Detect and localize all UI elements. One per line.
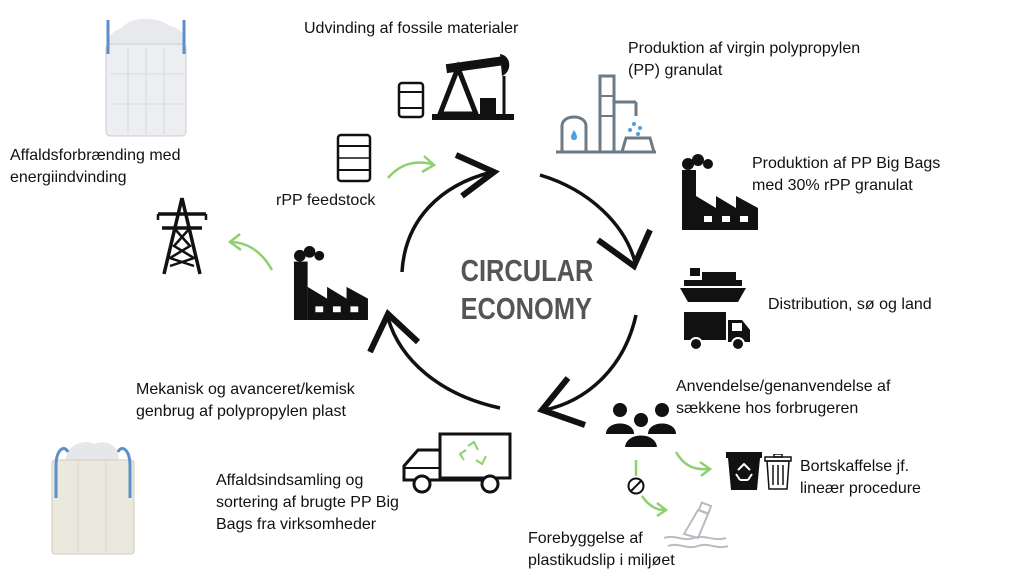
plastic-bottle-waste-icon bbox=[664, 501, 729, 549]
label-feedstock: rPP feedstock bbox=[276, 192, 376, 209]
cycle-arrow-left bbox=[386, 317, 501, 410]
trash-can-icon bbox=[764, 454, 792, 490]
center-line-1: CIRCULAR bbox=[460, 253, 594, 288]
recycling-bin-icon bbox=[726, 452, 762, 490]
cargo-ship-icon bbox=[680, 268, 746, 302]
label-use: Anvendelse/genanvendelse af sækkene hos … bbox=[676, 378, 891, 417]
oil-pump-icon bbox=[432, 54, 514, 120]
label-collection: Affaldsindsamling og sortering af brugte… bbox=[216, 472, 399, 533]
cycle-arrow-bottom bbox=[544, 314, 638, 412]
label-virgin-pp: Produktion af virgin polypropylen (PP) g… bbox=[628, 40, 861, 79]
no-entry-icon bbox=[627, 477, 645, 495]
cycle-arrow-right bbox=[539, 173, 637, 263]
recycling-truck-icon bbox=[402, 432, 512, 494]
factory-icon bbox=[682, 154, 758, 230]
green-arrow-disposal bbox=[674, 451, 709, 471]
big-bag-image-2 bbox=[51, 442, 135, 555]
green-arrow-prevention-2 bbox=[640, 495, 665, 512]
people-group-icon bbox=[606, 403, 676, 448]
label-prevention: Forebyggelse af plastikudslip i miljøet bbox=[528, 530, 675, 569]
label-disposal: Bortskaffelse jf. lineær procedure bbox=[800, 458, 921, 497]
center-title: CIRCULAR ECONOMY bbox=[460, 252, 594, 328]
center-line-2: ECONOMY bbox=[460, 291, 592, 326]
big-bag-image bbox=[105, 18, 187, 137]
cycle-arrow-top bbox=[400, 170, 493, 273]
factory-icon-2 bbox=[293, 246, 368, 320]
oil-barrel-icon-2 bbox=[336, 133, 372, 183]
label-big-bags: Produktion af PP Big Bags med 30% rPP gr… bbox=[752, 155, 941, 194]
green-arrow-incineration bbox=[231, 240, 274, 271]
delivery-truck-icon bbox=[684, 312, 750, 351]
label-distribution: Distribution, sø og land bbox=[768, 296, 932, 313]
label-recycling: Mekanisk og avanceret/kemisk genbrug af … bbox=[136, 381, 355, 420]
label-incineration: Affaldsforbrænding med energiindvinding bbox=[10, 147, 181, 186]
power-pylon-icon bbox=[156, 197, 208, 275]
refinery-icon bbox=[556, 74, 656, 154]
label-extraction: Udvinding af fossile materialer bbox=[304, 20, 519, 37]
green-arrow-feedstock bbox=[387, 161, 433, 179]
oil-barrel-icon bbox=[397, 81, 425, 119]
